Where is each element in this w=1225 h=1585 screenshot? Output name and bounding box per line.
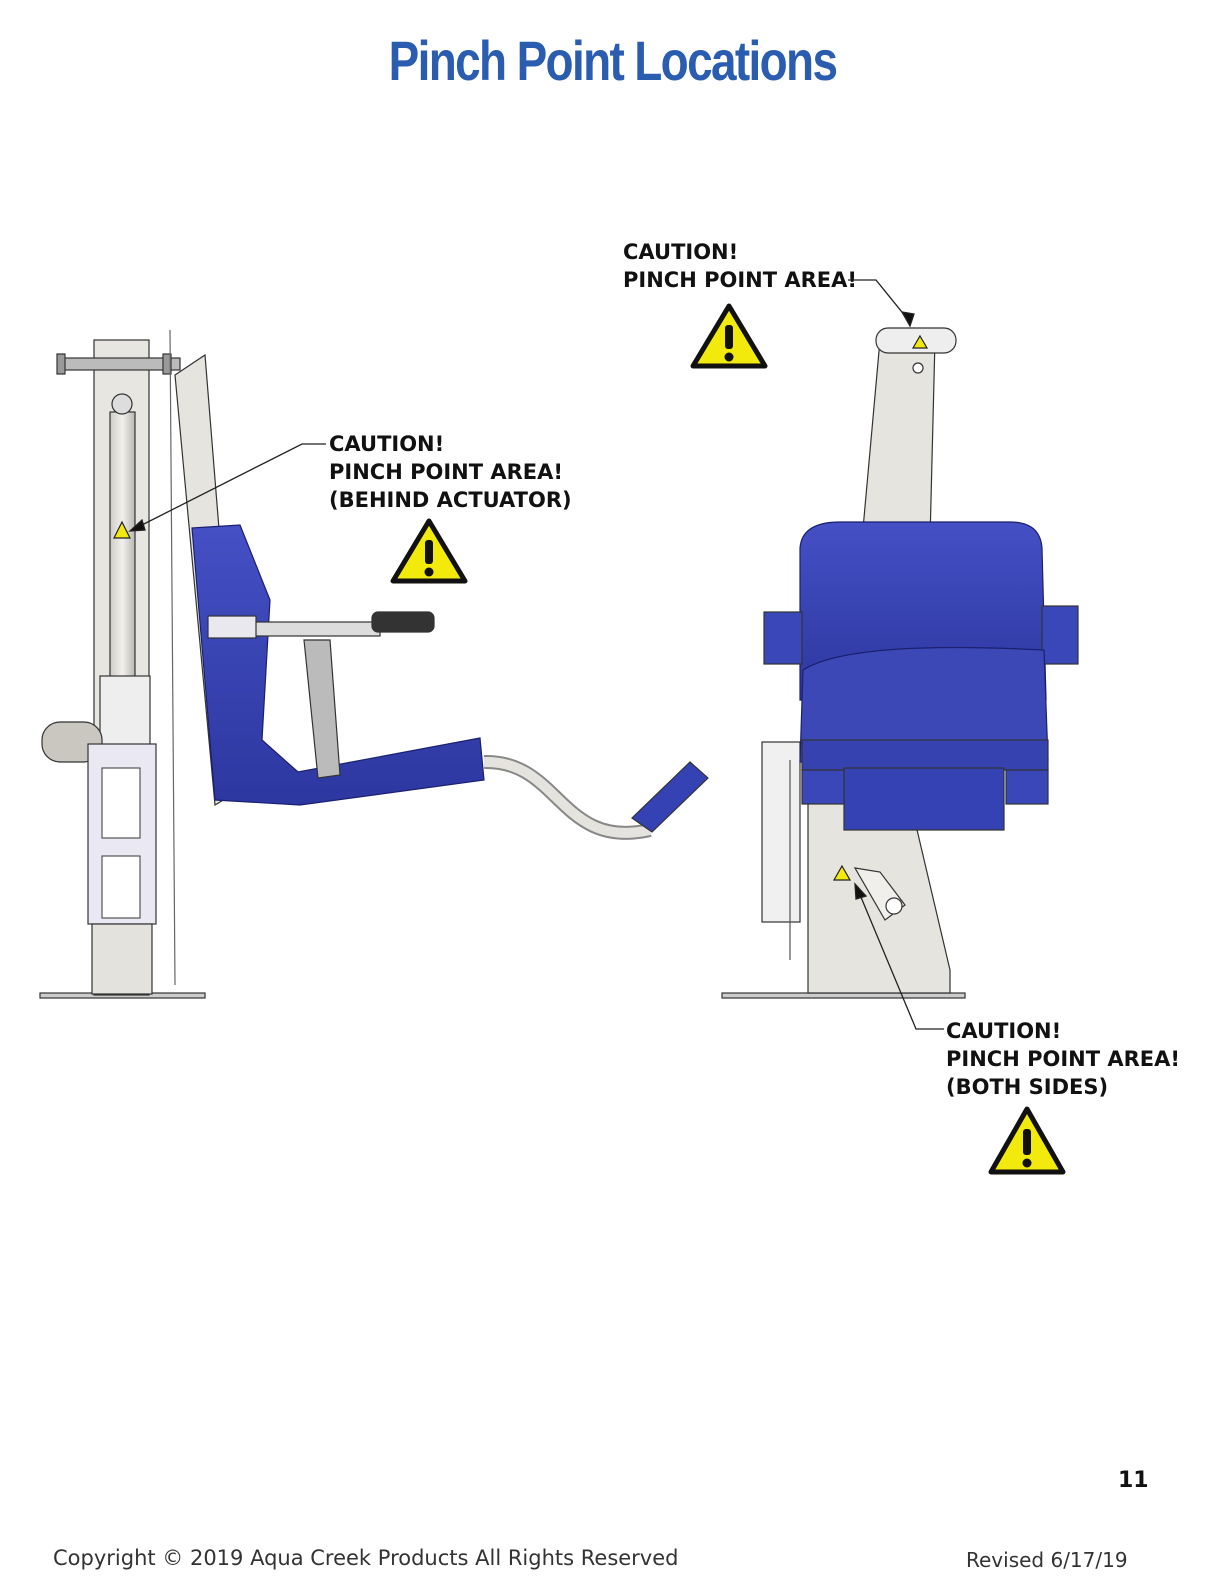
warning-triangle-icon <box>390 518 468 584</box>
callout-heading: CAUTION! <box>329 430 572 458</box>
revised-date: Revised 6/17/19 <box>966 1548 1128 1572</box>
callout-subtext: (BOTH SIDES) <box>946 1073 1180 1101</box>
callout-text: PINCH POINT AREA! <box>946 1045 1180 1073</box>
copyright-text: Copyright © 2019 Aqua Creek Products All… <box>53 1546 679 1570</box>
callout-heading: CAUTION! <box>623 238 857 266</box>
callout-bottom: CAUTION! PINCH POINT AREA! (BOTH SIDES) <box>946 1017 1180 1101</box>
warning-triangle-icon <box>690 303 768 369</box>
callout-text: PINCH POINT AREA! <box>623 266 857 294</box>
callout-actuator: CAUTION! PINCH POINT AREA! (BEHIND ACTUA… <box>329 430 572 514</box>
warning-triangle-icon <box>988 1106 1066 1176</box>
front-view-lift <box>722 328 1078 998</box>
callout-top: CAUTION! PINCH POINT AREA! <box>623 238 857 294</box>
callout-subtext: (BEHIND ACTUATOR) <box>329 486 572 514</box>
page-number: 11 <box>1118 1468 1149 1493</box>
callout-heading: CAUTION! <box>946 1017 1180 1045</box>
callout-text: PINCH POINT AREA! <box>329 458 572 486</box>
